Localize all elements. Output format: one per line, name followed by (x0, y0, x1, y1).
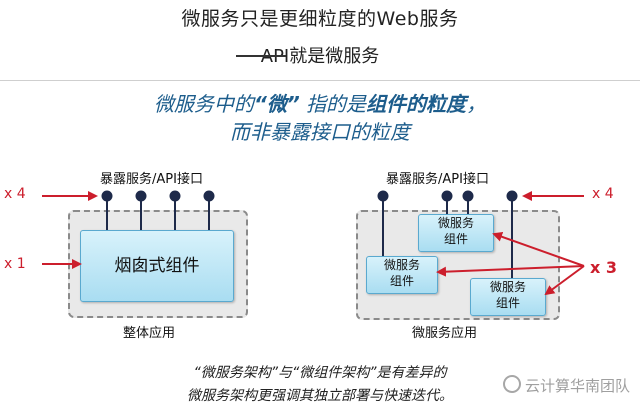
component-3-line-1: 微服务 (489, 280, 526, 294)
bottom-line-2: 微服务架构更强调其独立部署与快速迭代。 (187, 388, 453, 404)
left-pin-dot-4 (203, 190, 215, 202)
component-1-line-1: 微服务 (437, 216, 474, 230)
component-3-line-2: 组件 (495, 296, 520, 310)
subtitle-line-1: 微服务中的“微” 指的是组件的粒度， (0, 90, 640, 118)
divider (0, 80, 640, 81)
component-2-line-2: 组件 (389, 274, 414, 288)
right-pin-dot-2 (441, 190, 453, 202)
subtitle-part-b: 指的是 (306, 92, 367, 116)
subtitle-line-2: 而非暴露接口的粒度 (230, 120, 410, 144)
right-caption: 微服务应用 (412, 326, 478, 341)
right-pin-dot-1 (377, 190, 389, 202)
right-arrow-to-comp-2 (436, 265, 585, 277)
right-pin-dot-4 (506, 190, 518, 202)
title-line-2: API就是微服务 (0, 42, 640, 68)
left-count-top: x 4 (4, 186, 26, 202)
right-count-top: x 4 (592, 186, 614, 202)
left-caption: 整体应用 (123, 326, 176, 341)
left-red-arrows (42, 191, 98, 269)
title-line-1: 微服务只是更细粒度的Web服务 (181, 8, 459, 30)
right-api-pins (377, 190, 518, 278)
component-2-line-1: 微服务 (383, 258, 420, 272)
watermark-logo-icon (502, 375, 521, 393)
chimney-component: 烟囱式组件 (80, 230, 234, 302)
left-pin-dot-1 (101, 190, 113, 202)
watermark: 云计算华南团队 (502, 375, 630, 396)
left-api-label: 暴露服务/API接口 (100, 172, 203, 187)
chimney-component-label: 烟囱式组件 (114, 256, 200, 276)
left-count-side: x 1 (4, 256, 26, 272)
subtitle-part-c: ， (466, 92, 487, 116)
subtitle-quote: “微” (253, 92, 300, 116)
microservice-component-2: 微服务 组件 (366, 256, 438, 294)
left-pin-dot-2 (135, 190, 147, 202)
left-api-pins (101, 190, 215, 230)
title-strikethrough (236, 55, 286, 57)
right-arrow-to-comp-3 (544, 265, 585, 296)
right-count-side: x 3 (590, 258, 618, 277)
right-api-label: 暴露服务/API接口 (386, 172, 489, 187)
right-arrow-to-comp-1 (492, 231, 585, 267)
watermark-text: 云计算华南团队 (524, 377, 630, 395)
title-line-2-text: API就是微服务 (260, 46, 380, 67)
right-pin-dot-3 (462, 190, 474, 202)
component-1-line-2: 组件 (443, 232, 468, 246)
microservice-component-3: 微服务 组件 (470, 278, 546, 316)
subtitle-part-a: 微服务中的 (153, 92, 254, 116)
right-red-arrows (436, 191, 585, 296)
left-pin-dot-3 (169, 190, 181, 202)
subtitle-bold: 组件的粒度 (366, 92, 467, 116)
bottom-line-1: “微服务架构”与“微组件架构”是有差异的 (193, 365, 447, 381)
